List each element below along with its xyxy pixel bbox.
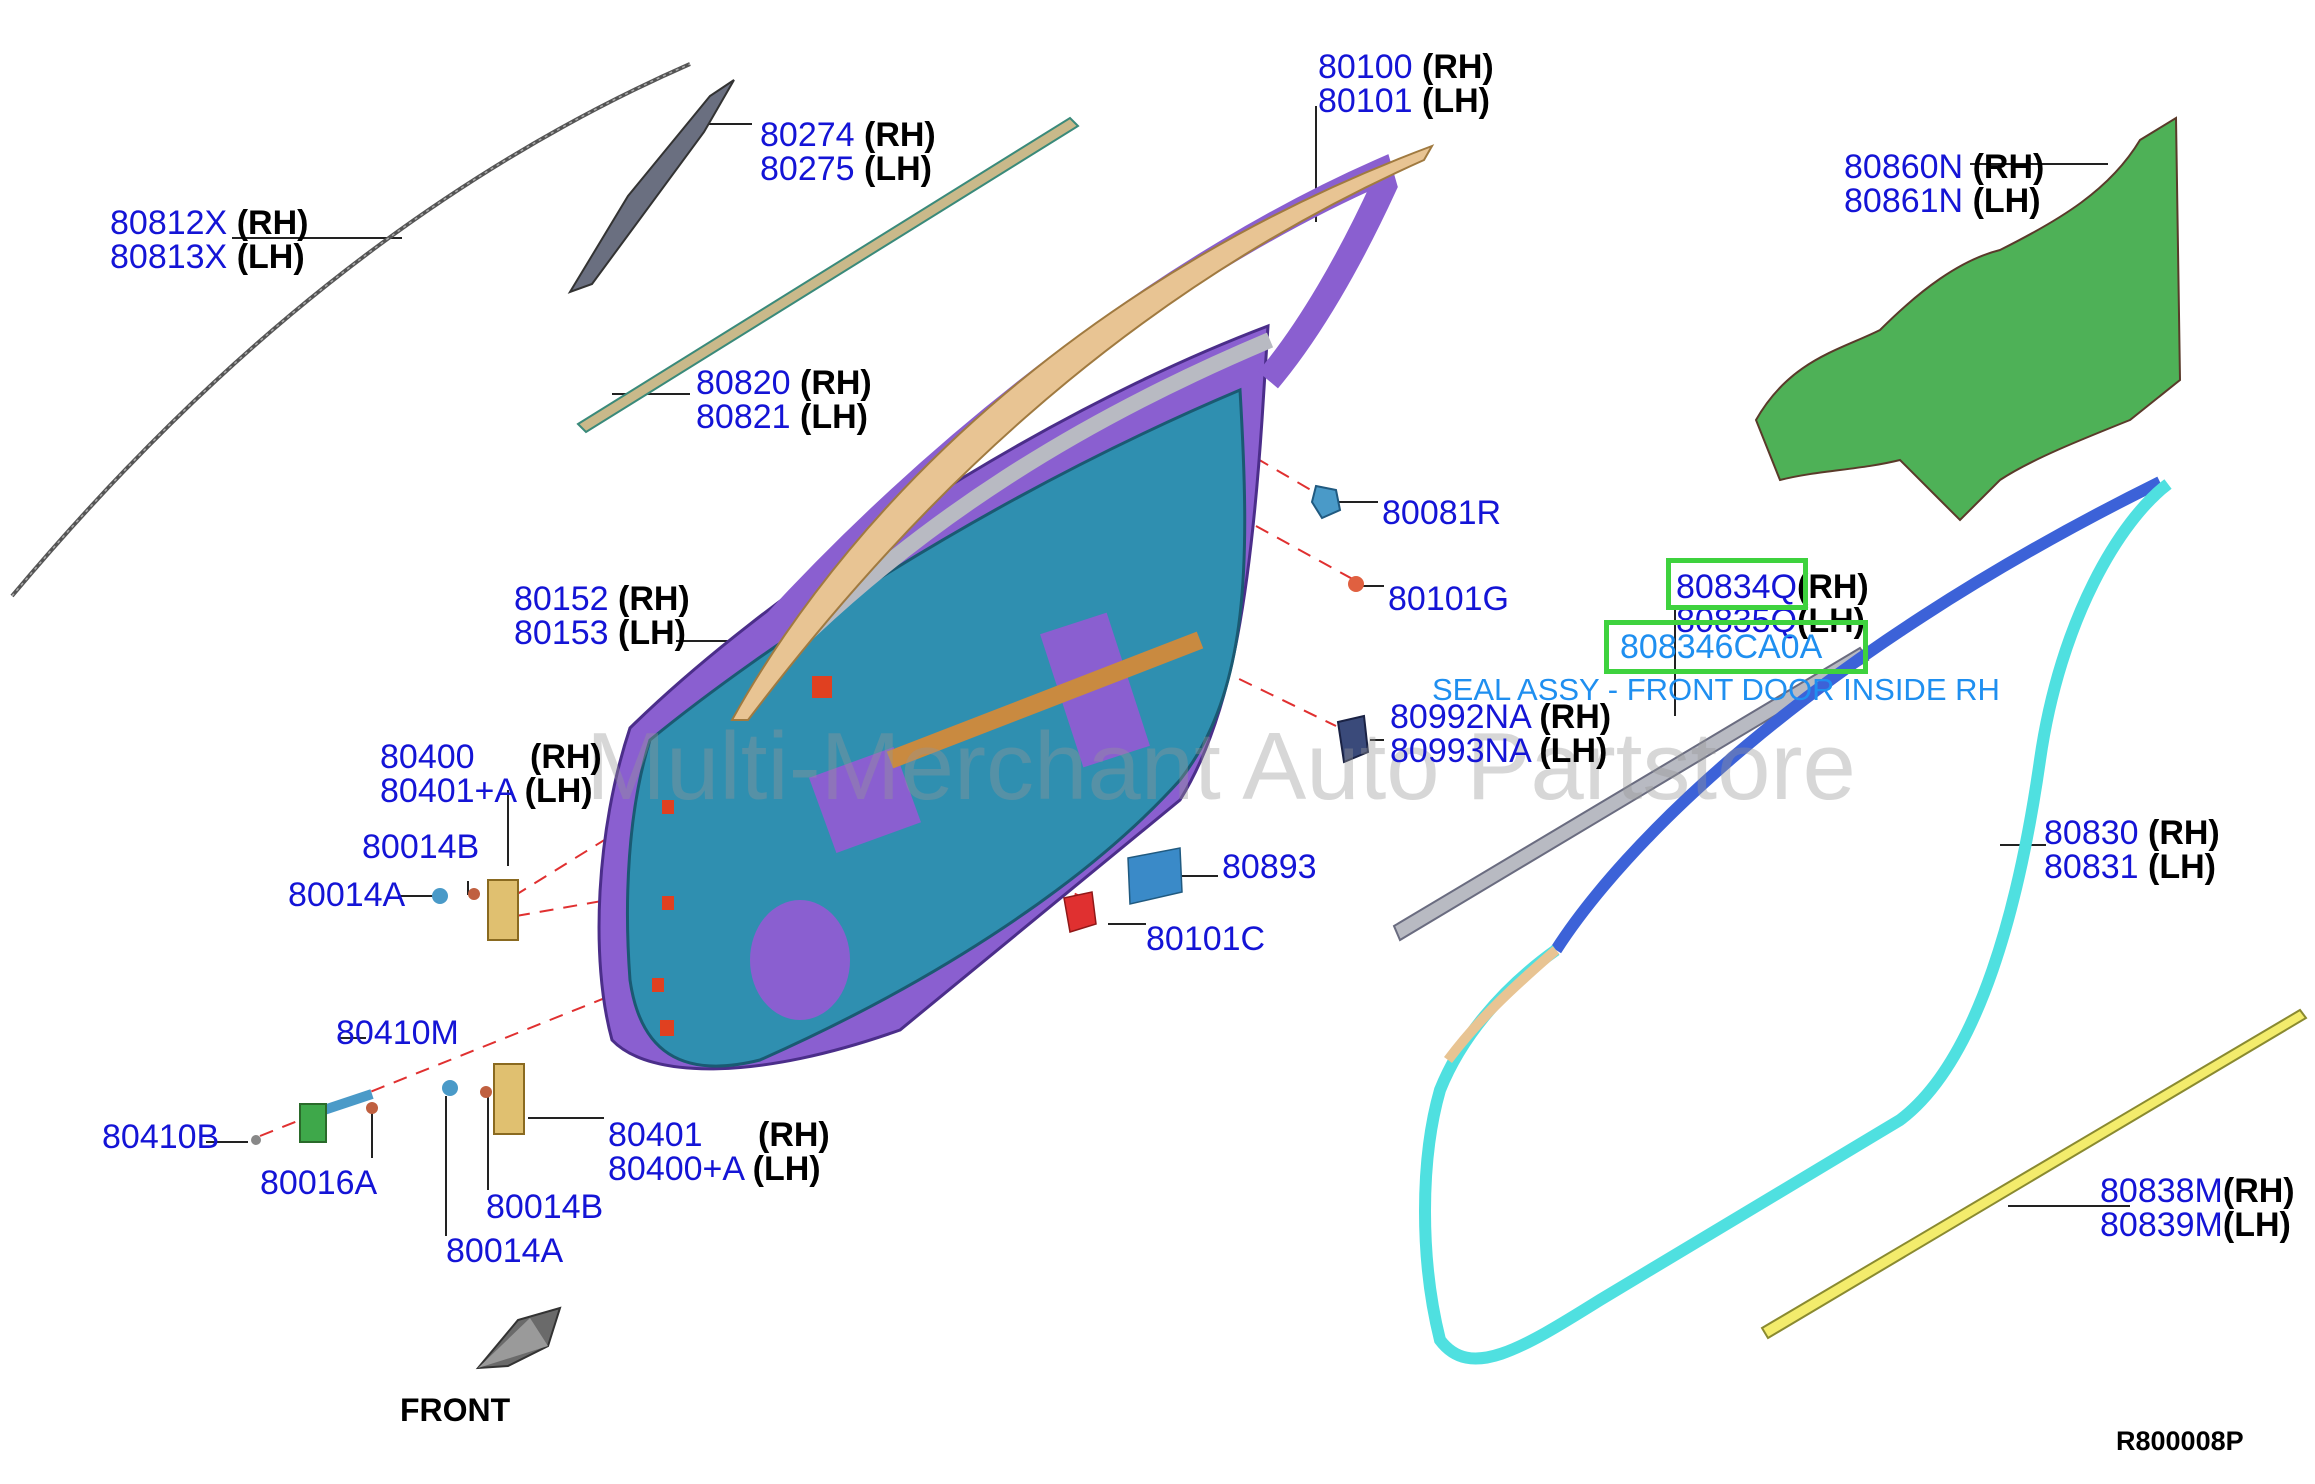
callout-80016a[interactable]: 80016A xyxy=(260,1164,378,1202)
leader-lines xyxy=(206,106,2130,1236)
callout-80401-lower[interactable]: 80401 (RH) 80400+A (LH) xyxy=(608,1116,830,1188)
door-inner-panel xyxy=(626,387,1247,1068)
callout-80014b-lower[interactable]: 80014B xyxy=(486,1188,604,1226)
highlight-box-part-number xyxy=(1604,620,1868,674)
sash-trim xyxy=(567,79,735,294)
callout-80410b[interactable]: 80410B xyxy=(102,1118,220,1156)
door-weatherstrip-lower xyxy=(1419,479,2172,1365)
door-sash-weatherstrip xyxy=(730,144,1435,721)
part-80893-shape xyxy=(1127,847,1183,905)
callout-80838m[interactable]: 80838M(RH) 80839M(LH) xyxy=(2100,1172,2295,1244)
watermark: Multi-Merchant Auto Partstore xyxy=(586,713,1856,820)
belt-moulding-outer xyxy=(10,62,691,598)
callout-80152[interactable]: 80152 (RH) 80153 (LH) xyxy=(514,580,690,652)
sealing-screen xyxy=(1754,116,2182,522)
door-check-link xyxy=(251,1089,378,1145)
door-bottom-strip xyxy=(1760,1008,2308,1340)
callout-80101g[interactable]: 80101G xyxy=(1388,580,1509,618)
callout-80014a-lower[interactable]: 80014A xyxy=(446,1232,564,1270)
highlight-part-number[interactable]: 808346CA0A xyxy=(1620,628,1823,666)
door-clips xyxy=(652,676,832,1036)
highlight-description: SEAL ASSY - FRONT DOOR INSIDE RH xyxy=(1432,672,2000,707)
callout-80860n[interactable]: 80860N (RH) 80861N (LH) xyxy=(1844,148,2045,220)
callout-80820[interactable]: 80820 (RH) 80821 (LH) xyxy=(696,364,872,436)
callout-80400-upper[interactable]: 80400 (RH) 80401+A (LH) xyxy=(380,738,602,810)
callout-80992na[interactable]: 80992NA (RH) 80993NA (LH) xyxy=(1390,698,1612,770)
callout-80812x[interactable]: 80812X (RH) 80813X (LH) xyxy=(110,204,309,276)
hinge-upper xyxy=(432,879,519,941)
part-80101g-shape xyxy=(1348,576,1364,592)
part-80101c-shape xyxy=(1063,891,1097,933)
impact-bar xyxy=(886,631,1204,769)
door-weatherstrip-upper xyxy=(1550,476,2163,954)
callout-80014a-upper[interactable]: 80014A xyxy=(288,876,406,914)
callout-80274[interactable]: 80274 (RH) 80275 (LH) xyxy=(760,116,936,188)
callout-80101c[interactable]: 80101C xyxy=(1146,920,1266,958)
front-arrow-icon xyxy=(475,1306,562,1370)
diagram-reference-id: R800008P xyxy=(2116,1426,2244,1456)
callout-80014b-upper[interactable]: 80014B xyxy=(362,828,480,866)
part-80081r-shape xyxy=(1310,484,1342,520)
hinge-lower xyxy=(442,1063,525,1135)
front-label: FRONT xyxy=(400,1392,511,1428)
callout-80893[interactable]: 80893 xyxy=(1222,848,1317,886)
highlight-box-80834q xyxy=(1666,558,1808,610)
callout-80100[interactable]: 80100 (RH) 80101 (LH) xyxy=(1318,48,1494,120)
callout-80830[interactable]: 80830 (RH) 80831 (LH) xyxy=(2044,814,2220,886)
belt-weatherstrip-inner xyxy=(576,116,1080,434)
callout-80081r[interactable]: 80081R xyxy=(1382,494,1502,532)
callout-80410m[interactable]: 80410M xyxy=(336,1014,459,1052)
part-80992na-shape xyxy=(1336,714,1370,764)
